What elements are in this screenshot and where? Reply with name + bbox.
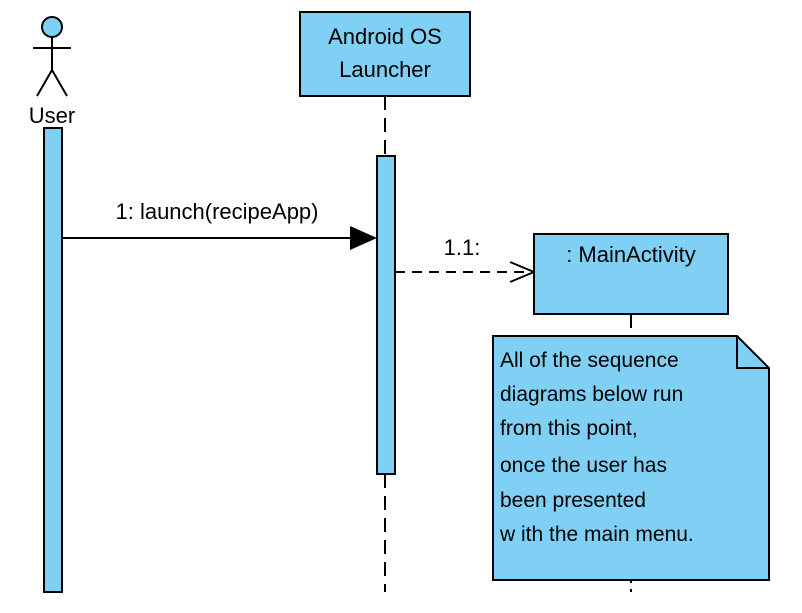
launcher-title-line1: Android OS [328, 24, 442, 49]
main-activity-lifeline: : MainActivity [533, 233, 729, 592]
note-line-2: diagrams below run [500, 383, 684, 406]
user-actor: User [29, 16, 75, 128]
note-body [492, 335, 770, 581]
message-launch-arrowhead [350, 226, 377, 250]
message-launch: 1: launch(recipeApp) [62, 199, 377, 250]
launcher-title-line2: Launcher [339, 57, 431, 82]
user-actor-left-leg [36, 69, 53, 97]
note-line-5: been presented [500, 489, 646, 512]
message-create-main-activity: 1.1: [395, 235, 537, 283]
message-create-label: 1.1: [444, 235, 481, 260]
launcher-header-box [299, 11, 471, 97]
user-actor-head [41, 16, 63, 38]
message-launch-label: 1: launch(recipeApp) [115, 199, 318, 224]
note [492, 335, 770, 581]
main-activity-header-box [533, 233, 729, 315]
note-folded-corner [736, 336, 769, 369]
launcher-activation-bar [376, 155, 396, 475]
user-actor-right-leg [51, 69, 68, 97]
user-activation-bar [43, 127, 63, 593]
user-actor-label: User [29, 103, 75, 128]
note-line-1: All of the sequence [500, 349, 679, 372]
note-line-4: once the user has [500, 454, 667, 477]
note-line-6: w ith the main menu. [500, 523, 694, 546]
launcher-lifeline: Android OS Launcher [299, 11, 471, 592]
main-activity-title: : MainActivity [566, 242, 696, 267]
note-line-3: from this point, [500, 417, 638, 440]
